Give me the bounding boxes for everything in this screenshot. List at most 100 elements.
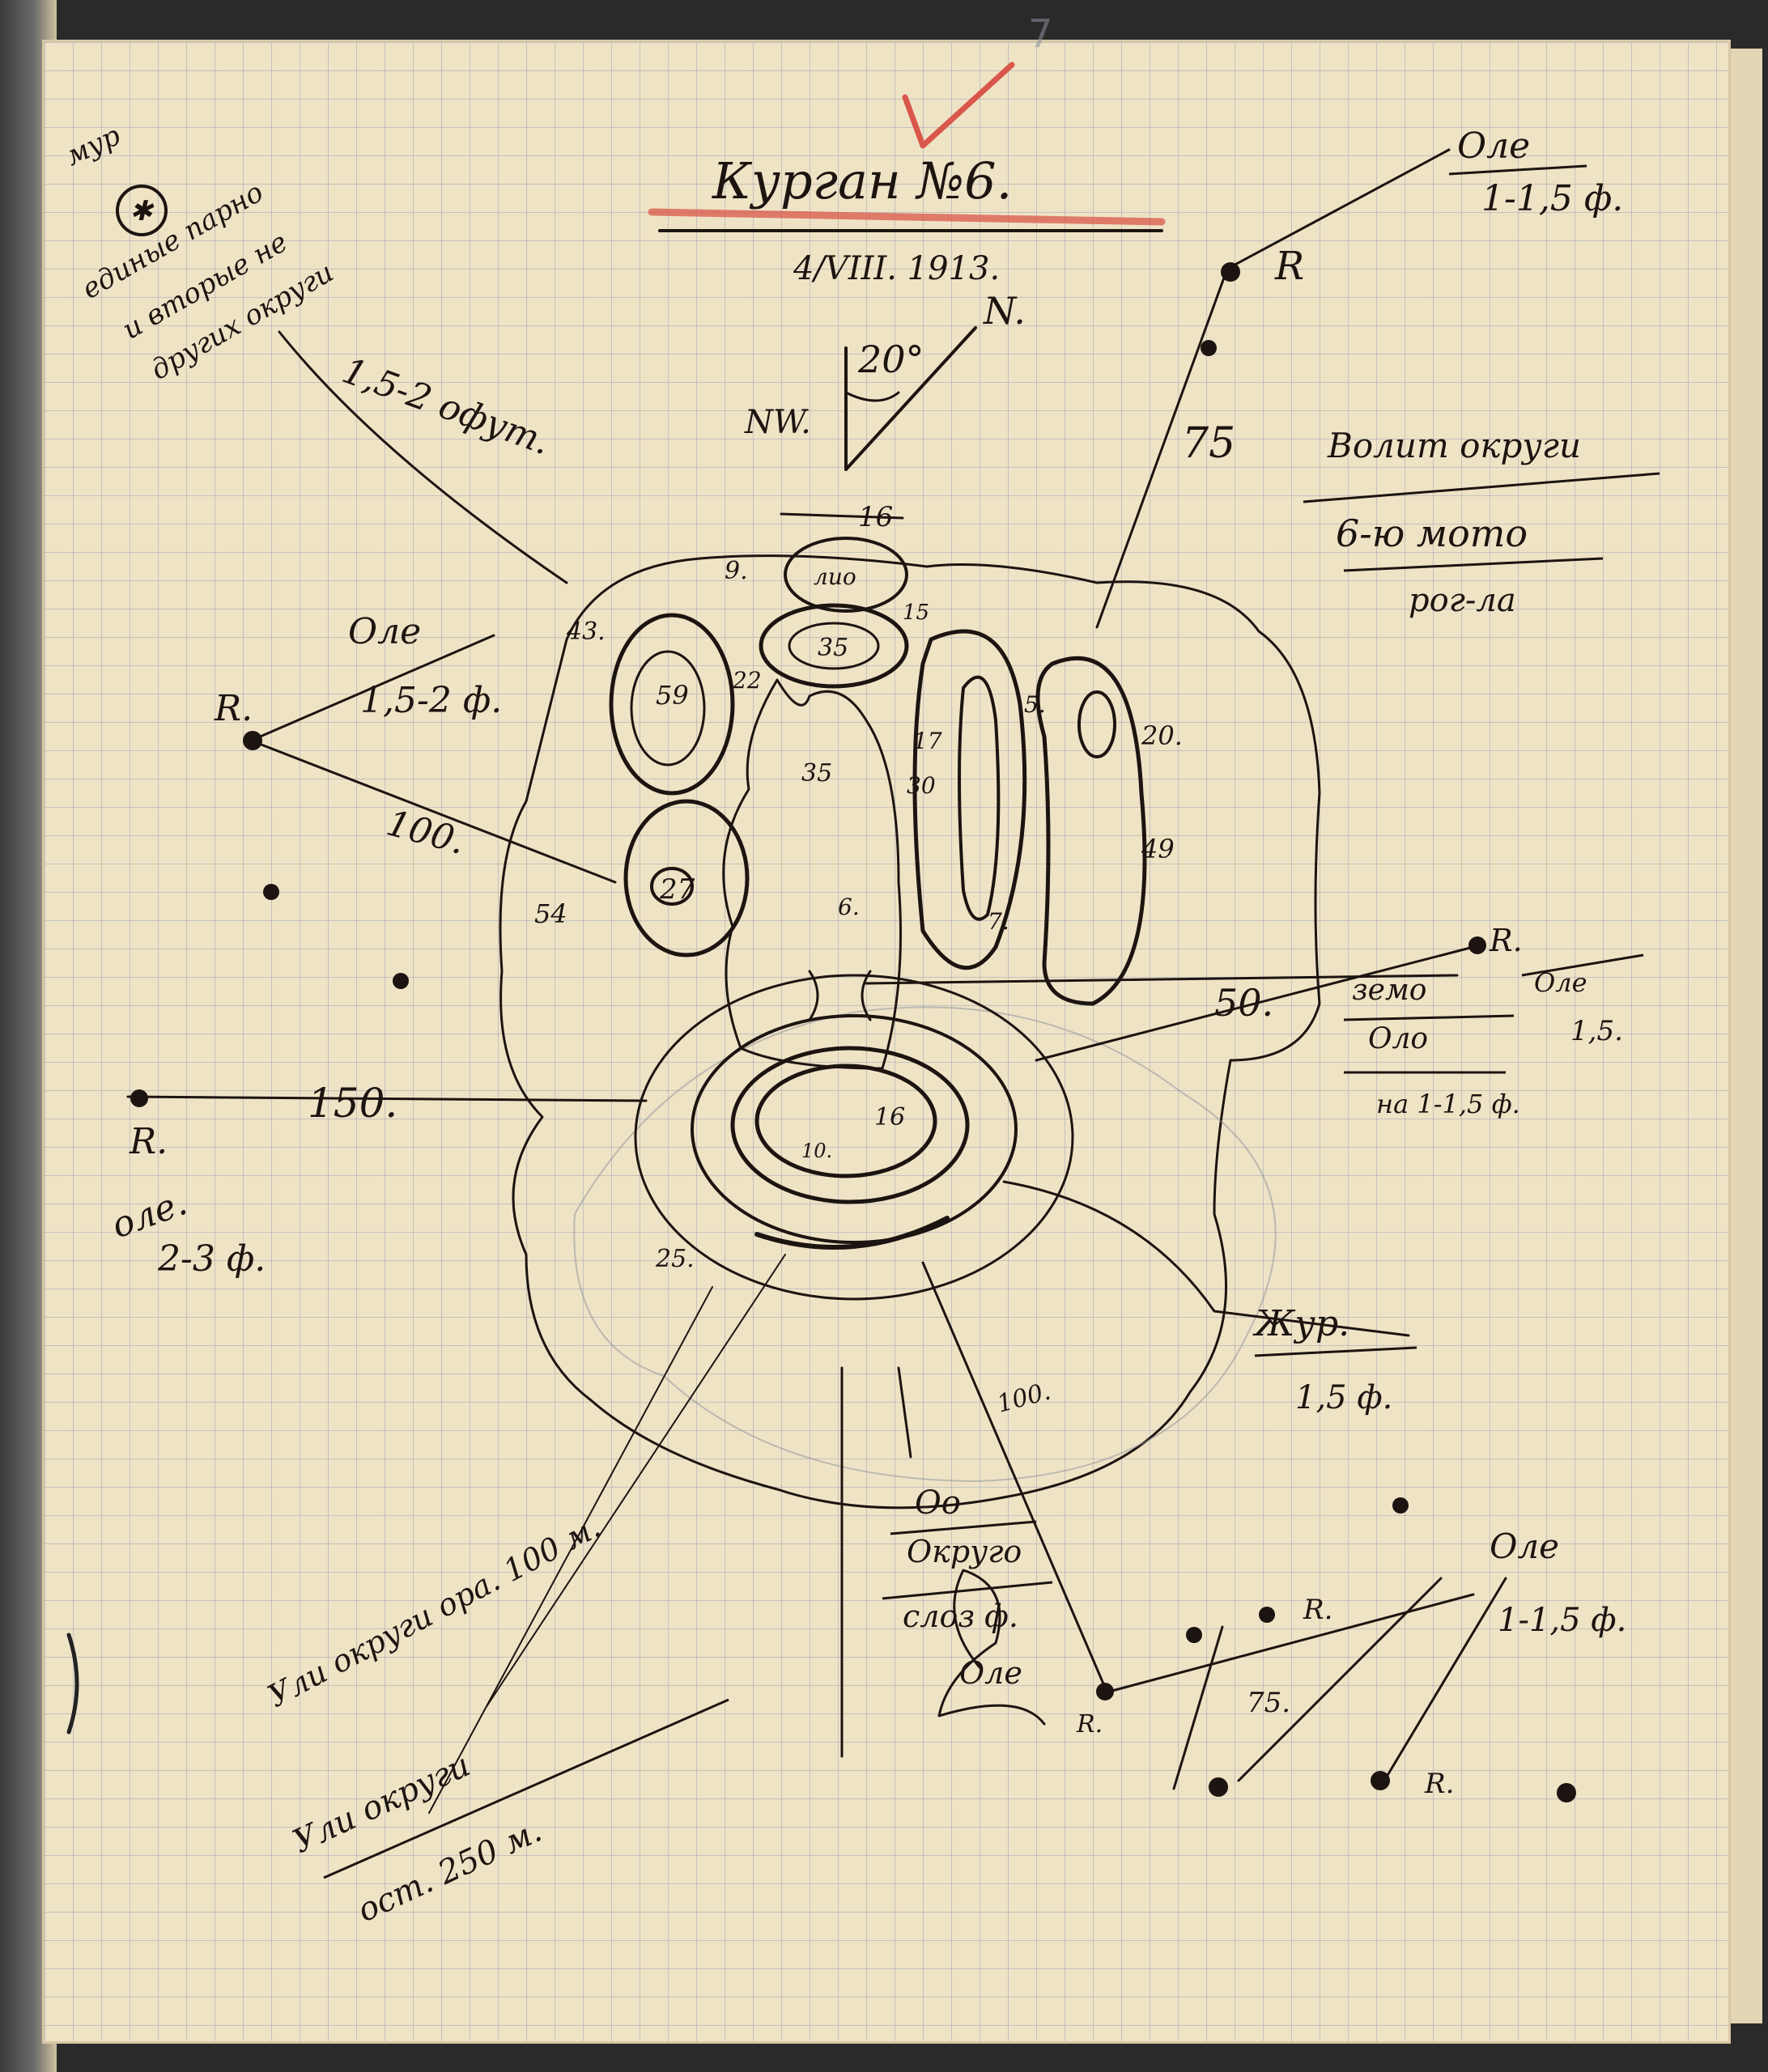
dot-bottom-e: [1557, 1783, 1576, 1802]
left-arrow-label: 1,5-2 офут.: [337, 350, 555, 463]
measure-6: 6.: [838, 894, 860, 920]
left-low-value: 2-3 ф.: [157, 1238, 266, 1280]
measure-49: 49: [1141, 834, 1175, 864]
lower-neck: [808, 970, 872, 1021]
measure-10: 10.: [801, 1140, 832, 1162]
bottom-right-value: 1-1,5 ф.: [1498, 1602, 1626, 1639]
left-low-ole: оле.: [106, 1182, 192, 1246]
right-r: R.: [1489, 923, 1523, 958]
measure-15: 15: [903, 601, 929, 625]
lines-down: [840, 1366, 912, 1758]
r-top-label: R: [1274, 244, 1304, 289]
star-circle-icon: [116, 185, 168, 236]
bottom-right-ole: Оле: [1490, 1526, 1559, 1566]
dot-r-top: [1221, 262, 1240, 282]
measure-22: 22: [732, 667, 762, 694]
measure-35-center: 35: [818, 634, 848, 662]
right-mid-2: Оло: [1368, 1022, 1428, 1055]
dot-r-left-low: [130, 1089, 148, 1107]
page-title: Курган №6.: [712, 151, 1012, 210]
dot-left-2: [263, 884, 279, 900]
dot-75-top: [1201, 340, 1217, 356]
title-red-underline: [648, 208, 1166, 226]
bottom-left-1: Ули округи ора. 100 м.: [262, 1509, 606, 1714]
orientation-angle: 20°: [857, 338, 924, 381]
r-top-ole: Оле: [1457, 125, 1530, 167]
pencil-squiggle: [937, 1569, 1046, 1726]
left-r-ole: Оле: [348, 611, 421, 652]
left-r: R.: [214, 688, 253, 729]
measure-50: 50.: [1214, 981, 1273, 1025]
left-lower-oval-inner: [650, 867, 694, 906]
lower-ring-mid: [691, 1014, 1018, 1244]
dot-r-right: [1468, 936, 1486, 954]
arrow-left-top: [278, 330, 568, 584]
lower-ring-outer: [634, 974, 1074, 1301]
dot-bottom-d: [1371, 1771, 1390, 1790]
lower-ring-inner: [730, 1046, 970, 1204]
measure-30: 30: [907, 772, 936, 799]
measure-100-right: 100.: [994, 1378, 1054, 1419]
left-upper-oval-inner: [630, 650, 706, 766]
measure-16-top: 16: [858, 501, 893, 533]
inner-label: лио: [814, 563, 856, 590]
mound-outer-contour: [499, 554, 1321, 1509]
title-date: 4/VIII. 1913.: [793, 250, 1000, 287]
survey-points: [130, 262, 1576, 1802]
central-oval: [759, 603, 909, 689]
right-oval-2-inner: [1077, 690, 1116, 758]
measure-16-center: 16: [874, 1103, 905, 1132]
bottom-left-2: Ули округи: [287, 1747, 476, 1861]
right-oval-1-inner: [958, 675, 1001, 921]
dot-bottom-b: [1259, 1607, 1275, 1623]
dot-r-bottom: [1096, 1683, 1114, 1700]
bottom-left-3: ост. 250 м.: [352, 1812, 547, 1930]
line-100-right: [921, 1261, 1107, 1689]
right-note-2: 6-ю мото: [1336, 512, 1528, 555]
left-lower-oval: [623, 799, 750, 957]
line-r-top: [1229, 148, 1451, 269]
measure-20: 20.: [1141, 720, 1183, 751]
star-icon: ✱: [130, 195, 155, 227]
right-low-label: Жур.: [1252, 1303, 1349, 1344]
measure-59: 59: [656, 680, 689, 711]
measure-9: 9.: [725, 557, 748, 585]
north-arrow: [844, 326, 977, 471]
left-r-value: 1,5-2 ф.: [360, 680, 502, 721]
measure-25: 25.: [655, 1245, 695, 1273]
lines-right-50: [865, 945, 1475, 1062]
orientation-northwest: NW.: [744, 404, 811, 441]
bottom-mid-3: слоз ф.: [903, 1599, 1018, 1634]
measure-75-top: 75: [1182, 419, 1235, 468]
legend-line1: мур: [61, 119, 125, 172]
bottom-mid-1: Оо: [915, 1484, 961, 1522]
line-75-top: [1095, 270, 1228, 629]
dot-left-3: [393, 973, 409, 989]
right-note-3: рог-ла: [1409, 582, 1516, 619]
measure-54: 54: [534, 898, 567, 929]
right-mid-1: земо: [1352, 974, 1426, 1007]
right-oval-2: [1035, 656, 1147, 1006]
right-oval-1: [912, 629, 1027, 970]
orientation-north: N.: [983, 289, 1026, 333]
left-upper-oval: [609, 613, 735, 796]
bottom-mid-4: Оле: [959, 1655, 1022, 1691]
bottom-mid-2: Округо: [907, 1534, 1022, 1569]
line-left-r: [249, 634, 495, 742]
left-low-r: R.: [129, 1121, 168, 1162]
red-check-mark: [902, 62, 1015, 149]
binding-ring: [66, 1633, 79, 1734]
dot-bottom-c: [1209, 1777, 1228, 1797]
line-100-left: [249, 739, 617, 884]
dot-bottom-a: [1186, 1627, 1202, 1643]
page-number: 7: [1028, 11, 1053, 57]
measure-35: 35: [801, 759, 832, 788]
lower-arc: [754, 1216, 950, 1250]
bottom-right-r: R.: [1303, 1594, 1332, 1626]
right-note-1: Волит округи: [1327, 426, 1581, 465]
top-small-oval: [784, 537, 908, 613]
right-mid-value: 1,5.: [1570, 1015, 1623, 1047]
measure-75-bottom: 75.: [1247, 1687, 1290, 1719]
line-150: [126, 1095, 648, 1102]
central-oval-inner: [788, 622, 880, 670]
